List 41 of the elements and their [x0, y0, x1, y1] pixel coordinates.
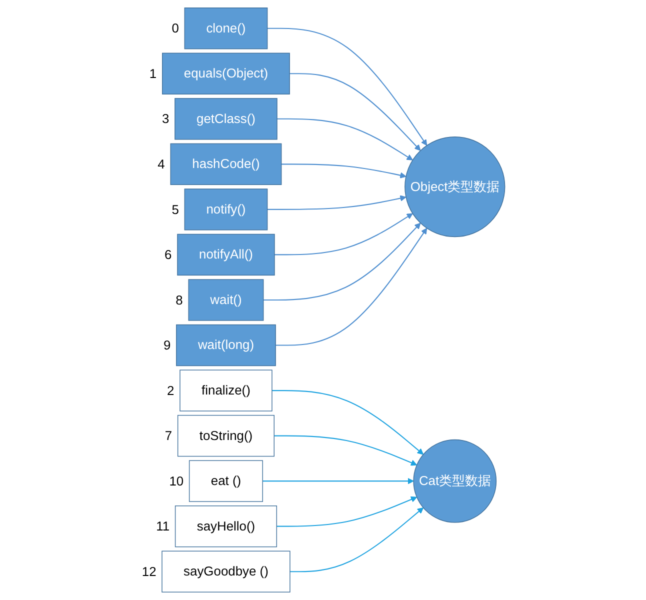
arrow	[262, 478, 414, 484]
index-number: 6	[164, 247, 172, 262]
data-ellipse: Object类型数据	[404, 136, 505, 238]
method-box: notify()	[184, 188, 268, 230]
arrow	[266, 28, 427, 146]
method-box: finalize()	[179, 370, 272, 412]
index-number: 3	[162, 111, 169, 126]
index-number: 5	[171, 202, 179, 217]
index-number: 10	[168, 473, 184, 488]
index-number: 4	[157, 156, 165, 172]
index-number: 12	[142, 564, 156, 579]
method-box: hashCode()	[170, 143, 282, 186]
index-number: 1	[149, 66, 156, 81]
index-number: 2	[166, 382, 174, 398]
data-ellipse: Cat类型数据	[412, 439, 496, 523]
method-box: toString()	[177, 414, 274, 457]
method-box: wait(long)	[176, 324, 276, 366]
index-number: 9	[163, 338, 170, 353]
arrow	[289, 73, 420, 151]
method-box: clone()	[184, 8, 268, 50]
method-box: sayHello()	[174, 506, 277, 548]
arrow	[290, 507, 424, 572]
arrow	[276, 496, 417, 527]
arrow	[266, 195, 406, 210]
arrow	[275, 228, 427, 346]
arrow	[272, 390, 424, 455]
index-number: 0	[171, 20, 179, 36]
method-box: eat ()	[188, 460, 263, 502]
index-number: 7	[164, 428, 172, 444]
index-number: 8	[175, 292, 182, 308]
arrow	[274, 435, 417, 466]
arrow	[280, 164, 406, 178]
method-box: notifyAll()	[176, 234, 274, 276]
arrow	[276, 118, 413, 160]
arrow	[262, 222, 420, 301]
method-box: equals(Object)	[162, 52, 290, 94]
method-box: wait()	[188, 279, 264, 321]
index-number: 11	[156, 518, 170, 534]
method-box: getClass()	[174, 98, 277, 140]
arrow	[274, 213, 413, 256]
method-box: sayGoodbye ()	[161, 550, 290, 592]
